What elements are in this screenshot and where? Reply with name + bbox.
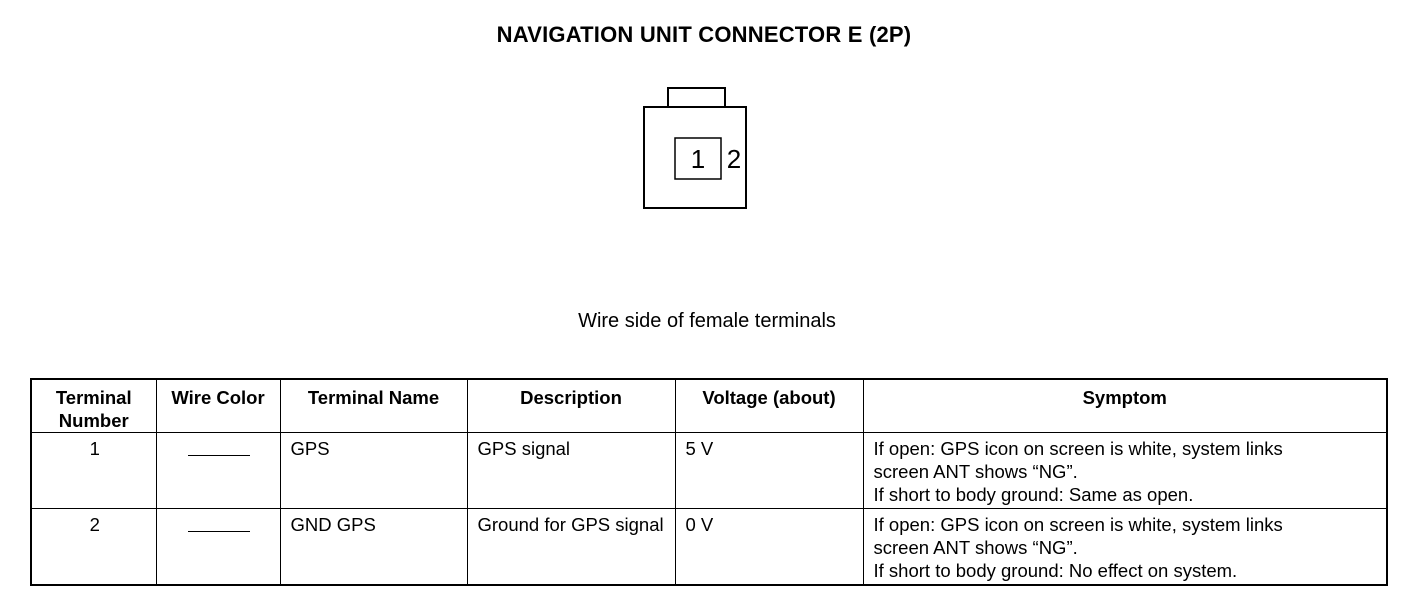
pin-2-label: 2 [727,144,741,174]
header-terminal-number: Terminal Number [30,378,157,433]
wire-color-dash [188,454,250,456]
connector-lock-tab [667,87,726,108]
table-row: 1 —— GPS GPS signal 5 V If open: GPS ico… [30,432,1388,509]
terminal-table: Terminal Number Wire Color Terminal Name… [30,378,1388,586]
connector-diagram: 1 2 [640,86,752,217]
cell-description: GPS signal [466,432,676,509]
header-voltage: Voltage (about) [674,378,864,433]
table-header-row: Terminal Number Wire Color Terminal Name… [30,378,1388,433]
cell-terminal-number: 2 [30,508,157,586]
connector-caption: Wire side of female terminals [578,310,836,332]
cell-description: Ground for GPS signal [466,508,676,586]
pin-1-cavity [674,137,722,180]
symptom-line: If short to body ground: Same as open. [873,484,1194,505]
cell-symptom: If open: GPS icon on screen is white, sy… [862,432,1388,509]
cell-terminal-name: GND GPS [279,508,468,586]
wire-color-dash [188,530,250,532]
table-row: 2 —— GND GPS Ground for GPS signal 0 V I… [30,508,1388,586]
cell-voltage: 5 V [674,432,864,509]
cell-symptom: If open: GPS icon on screen is white, sy… [862,508,1388,586]
cell-terminal-number: 1 [30,432,157,509]
symptom-line: If open: GPS icon on screen is white, sy… [873,438,1283,459]
symptom-line: If open: GPS icon on screen is white, sy… [873,514,1283,535]
header-terminal-name: Terminal Name [279,378,468,433]
cell-voltage: 0 V [674,508,864,586]
symptom-line: screen ANT shows “NG”. [873,537,1078,558]
connector-body [643,106,747,209]
cell-terminal-name: GPS [279,432,468,509]
pin-1-label: 1 [691,144,705,174]
cell-wire-color: —— [155,432,281,509]
page-title: NAVIGATION UNIT CONNECTOR E (2P) [496,22,912,47]
symptom-line: screen ANT shows “NG”. [873,461,1078,482]
cell-wire-color: —— [155,508,281,586]
header-description: Description [466,378,676,433]
header-symptom: Symptom [862,378,1388,433]
connector-diagram-svg: 1 2 [643,87,747,209]
header-wire-color: Wire Color [155,378,281,433]
symptom-line: If short to body ground: No effect on sy… [873,560,1238,581]
